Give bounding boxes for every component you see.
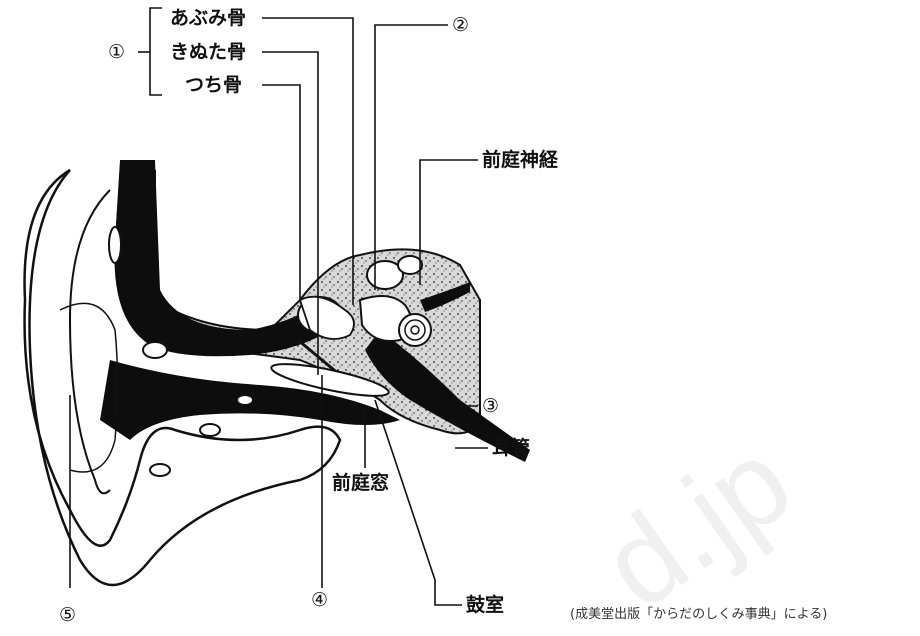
canal-blob-5: [109, 227, 121, 263]
auricle-inner-fold: [70, 190, 110, 493]
source-note: (成美堂出版「からだのしくみ事典」による): [570, 608, 827, 621]
label-2: ②: [452, 16, 469, 35]
canal-blob-3: [150, 464, 170, 476]
leader-malleus: [262, 85, 300, 300]
canal-blob-2: [200, 424, 220, 436]
bracket-1: [150, 8, 162, 95]
label-eustachian-tube: 耳管: [492, 439, 530, 458]
label-tympanic-cavity: 鼓室: [466, 596, 504, 615]
label-vestibular-nerve: 前庭神経: [482, 151, 558, 170]
semicircular-canal-2: [398, 256, 422, 274]
cochlea-outer: [399, 314, 431, 346]
label-5: ⑤: [59, 606, 76, 625]
label-4: ④: [311, 591, 328, 610]
label-incus: きぬた骨: [170, 43, 246, 62]
canal-blob-4: [237, 395, 253, 405]
label-malleus: つち骨: [185, 76, 242, 95]
label-3: ③: [482, 397, 499, 416]
label-oval-window: 前庭窓: [332, 474, 389, 493]
label-1-marker: ①: [108, 43, 125, 62]
label-stapes: あぶみ骨: [170, 9, 246, 28]
canal-blob-1: [143, 342, 167, 358]
